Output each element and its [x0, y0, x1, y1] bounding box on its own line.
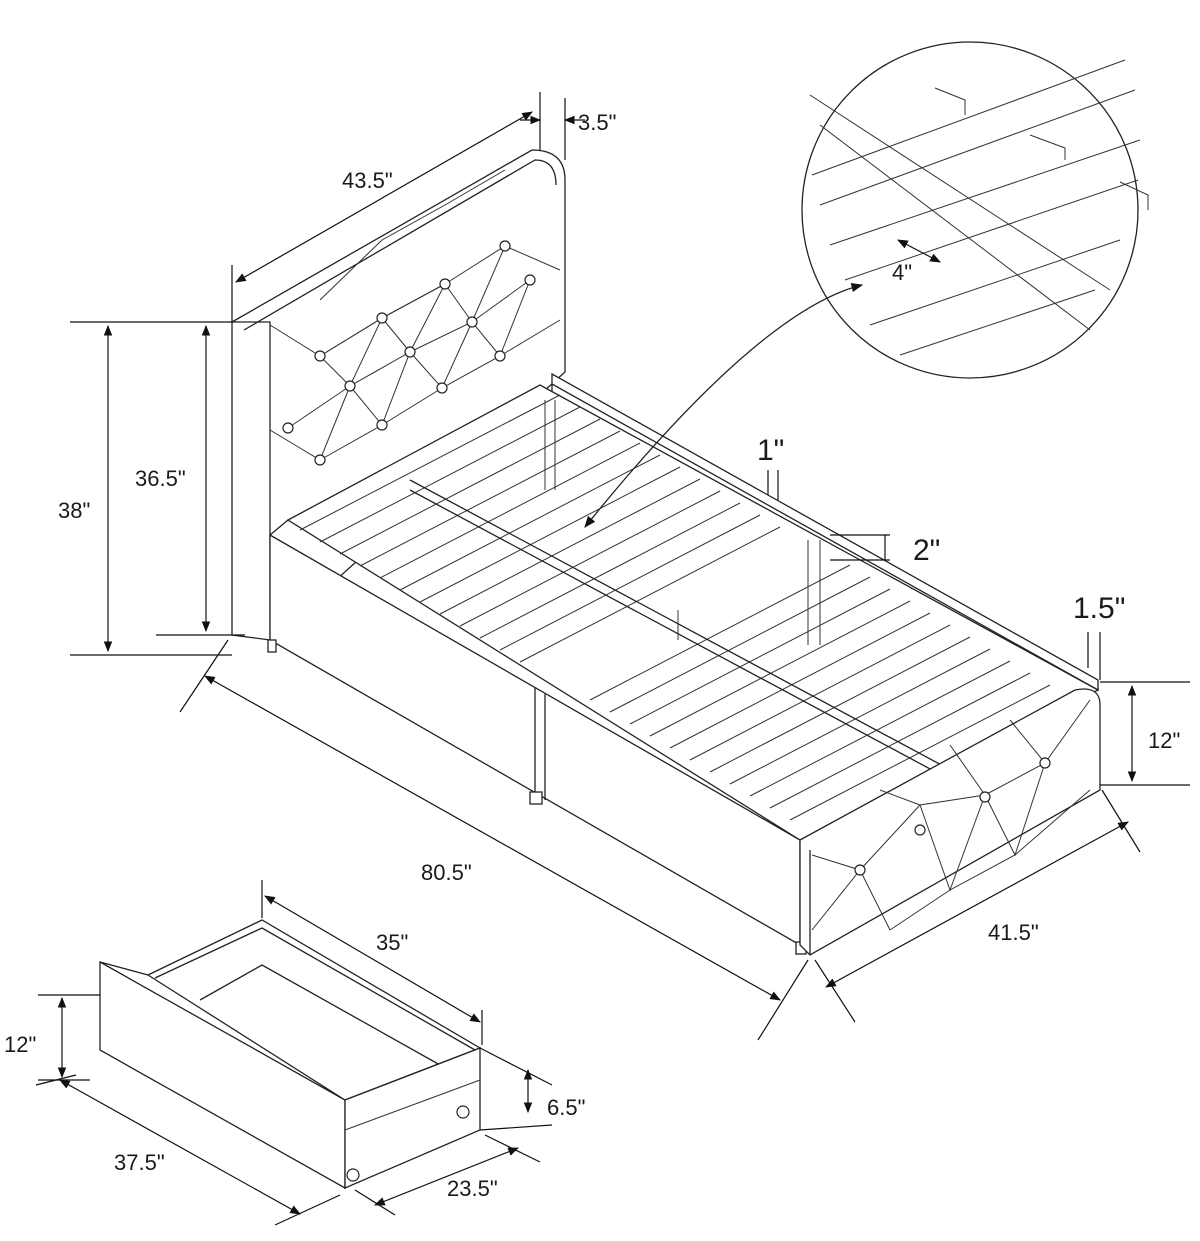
label-drawer-front-length: 37.5" [114, 1150, 165, 1175]
dimension-lines [35, 92, 1190, 1226]
label-drawer-height: 12" [4, 1032, 36, 1057]
dimension-labels: 43.5" 3.5" 38" 36.5" 4" 1" 2" 1.5" 12" 8… [4, 110, 1180, 1201]
label-headboard-panel-height: 36.5" [135, 466, 186, 491]
drawer [99, 919, 482, 1190]
label-slat-gap: 4" [892, 260, 912, 285]
slat-platform [286, 384, 1100, 841]
label-headboard-depth: 3.5" [578, 110, 616, 135]
label-drawer-box-height: 6.5" [547, 1095, 585, 1120]
label-slat-width: 1" [757, 434, 784, 467]
label-footboard-thickness: 1.5" [1073, 592, 1125, 625]
label-headboard-width: 43.5" [342, 168, 393, 193]
label-side-rail-height: 2" [913, 534, 940, 567]
label-overall-width: 41.5" [988, 920, 1039, 945]
slat-detail-callout [584, 41, 1149, 528]
label-overall-height: 38" [58, 498, 90, 523]
label-drawer-width: 35" [376, 930, 408, 955]
label-overall-length: 80.5" [421, 860, 472, 885]
label-footboard-height: 12" [1148, 728, 1180, 753]
label-drawer-depth: 23.5" [447, 1176, 498, 1201]
